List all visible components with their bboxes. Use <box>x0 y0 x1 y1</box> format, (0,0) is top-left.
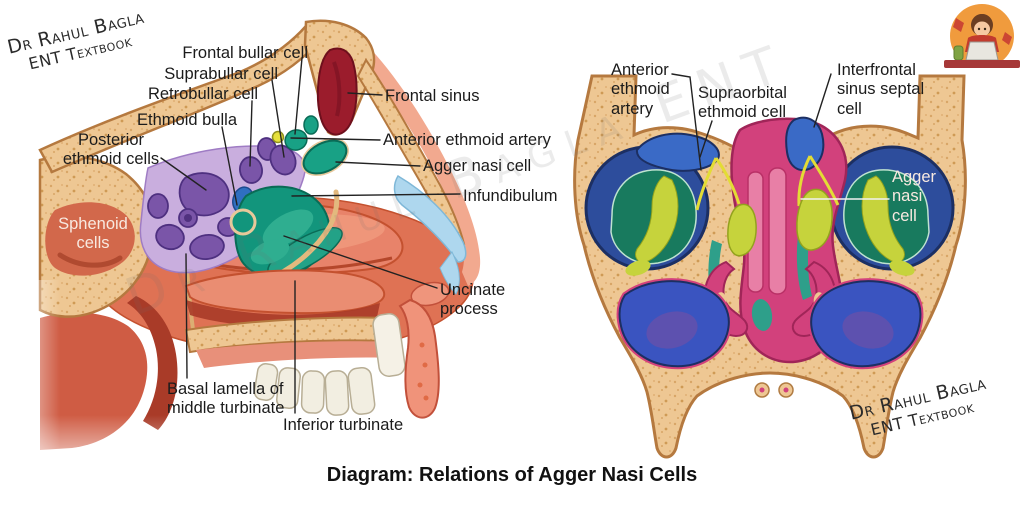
label-posterior-ethmoid-cells: Posterior ethmoid cells <box>62 131 160 169</box>
leader-line <box>221 126 238 206</box>
label-frontal-sinus: Frontal sinus <box>385 87 480 105</box>
label-frontal-bullar-cell: Frontal bullar cell <box>182 44 308 62</box>
sagittal-illustration <box>0 19 481 485</box>
leader-line <box>294 57 303 135</box>
leader-line <box>283 235 438 289</box>
leader-line <box>160 157 207 191</box>
label-agger-nasi-cell-coronal: Agger nasi cell <box>892 168 937 225</box>
leader-line <box>249 100 253 167</box>
label-ethmoid-bulla: Ethmoid bulla <box>137 111 237 129</box>
label-anterior-ethmoid-artery-coronal: Anterior ethmoid artery <box>611 61 670 118</box>
leader-lines <box>160 57 890 414</box>
label-basal-lamella: Basal lamella of middle turbinate <box>167 380 285 418</box>
label-supraorbital-ethmoid-cell: Supraorbital ethmoid cell <box>698 84 787 122</box>
label-infundibulum: Infundibulum <box>463 187 558 205</box>
label-sphenoid-cells: Sphenoid cells <box>58 215 128 253</box>
leader-line <box>347 92 383 96</box>
label-suprabullar-cell: Suprabullar cell <box>164 65 278 83</box>
leader-line <box>290 137 381 141</box>
author-cartoon-logo-icon <box>942 0 1022 80</box>
leader-line <box>699 120 713 158</box>
label-interfrontal-sinus-septal-cell: Interfrontal sinus septal cell <box>837 61 925 118</box>
leader-line <box>335 161 421 167</box>
label-uncinate-process: Uncinate process <box>440 281 506 319</box>
label-anterior-ethmoid-artery: Anterior ethmoid artery <box>383 131 551 149</box>
label-agger-nasi-cell: Agger nasi cell <box>423 157 532 175</box>
leader-line <box>185 253 188 379</box>
label-inferior-turbinate: Inferior turbinate <box>283 416 404 434</box>
coronal-illustration <box>573 74 967 459</box>
leader-line <box>291 193 461 197</box>
leader-line <box>813 73 832 128</box>
leader-line <box>271 79 285 158</box>
label-retrobullar-cell: Retrobullar cell <box>147 85 258 103</box>
caption: Diagram: Relations of Agger Nasi Cells <box>326 464 698 486</box>
leader-line <box>671 73 702 171</box>
